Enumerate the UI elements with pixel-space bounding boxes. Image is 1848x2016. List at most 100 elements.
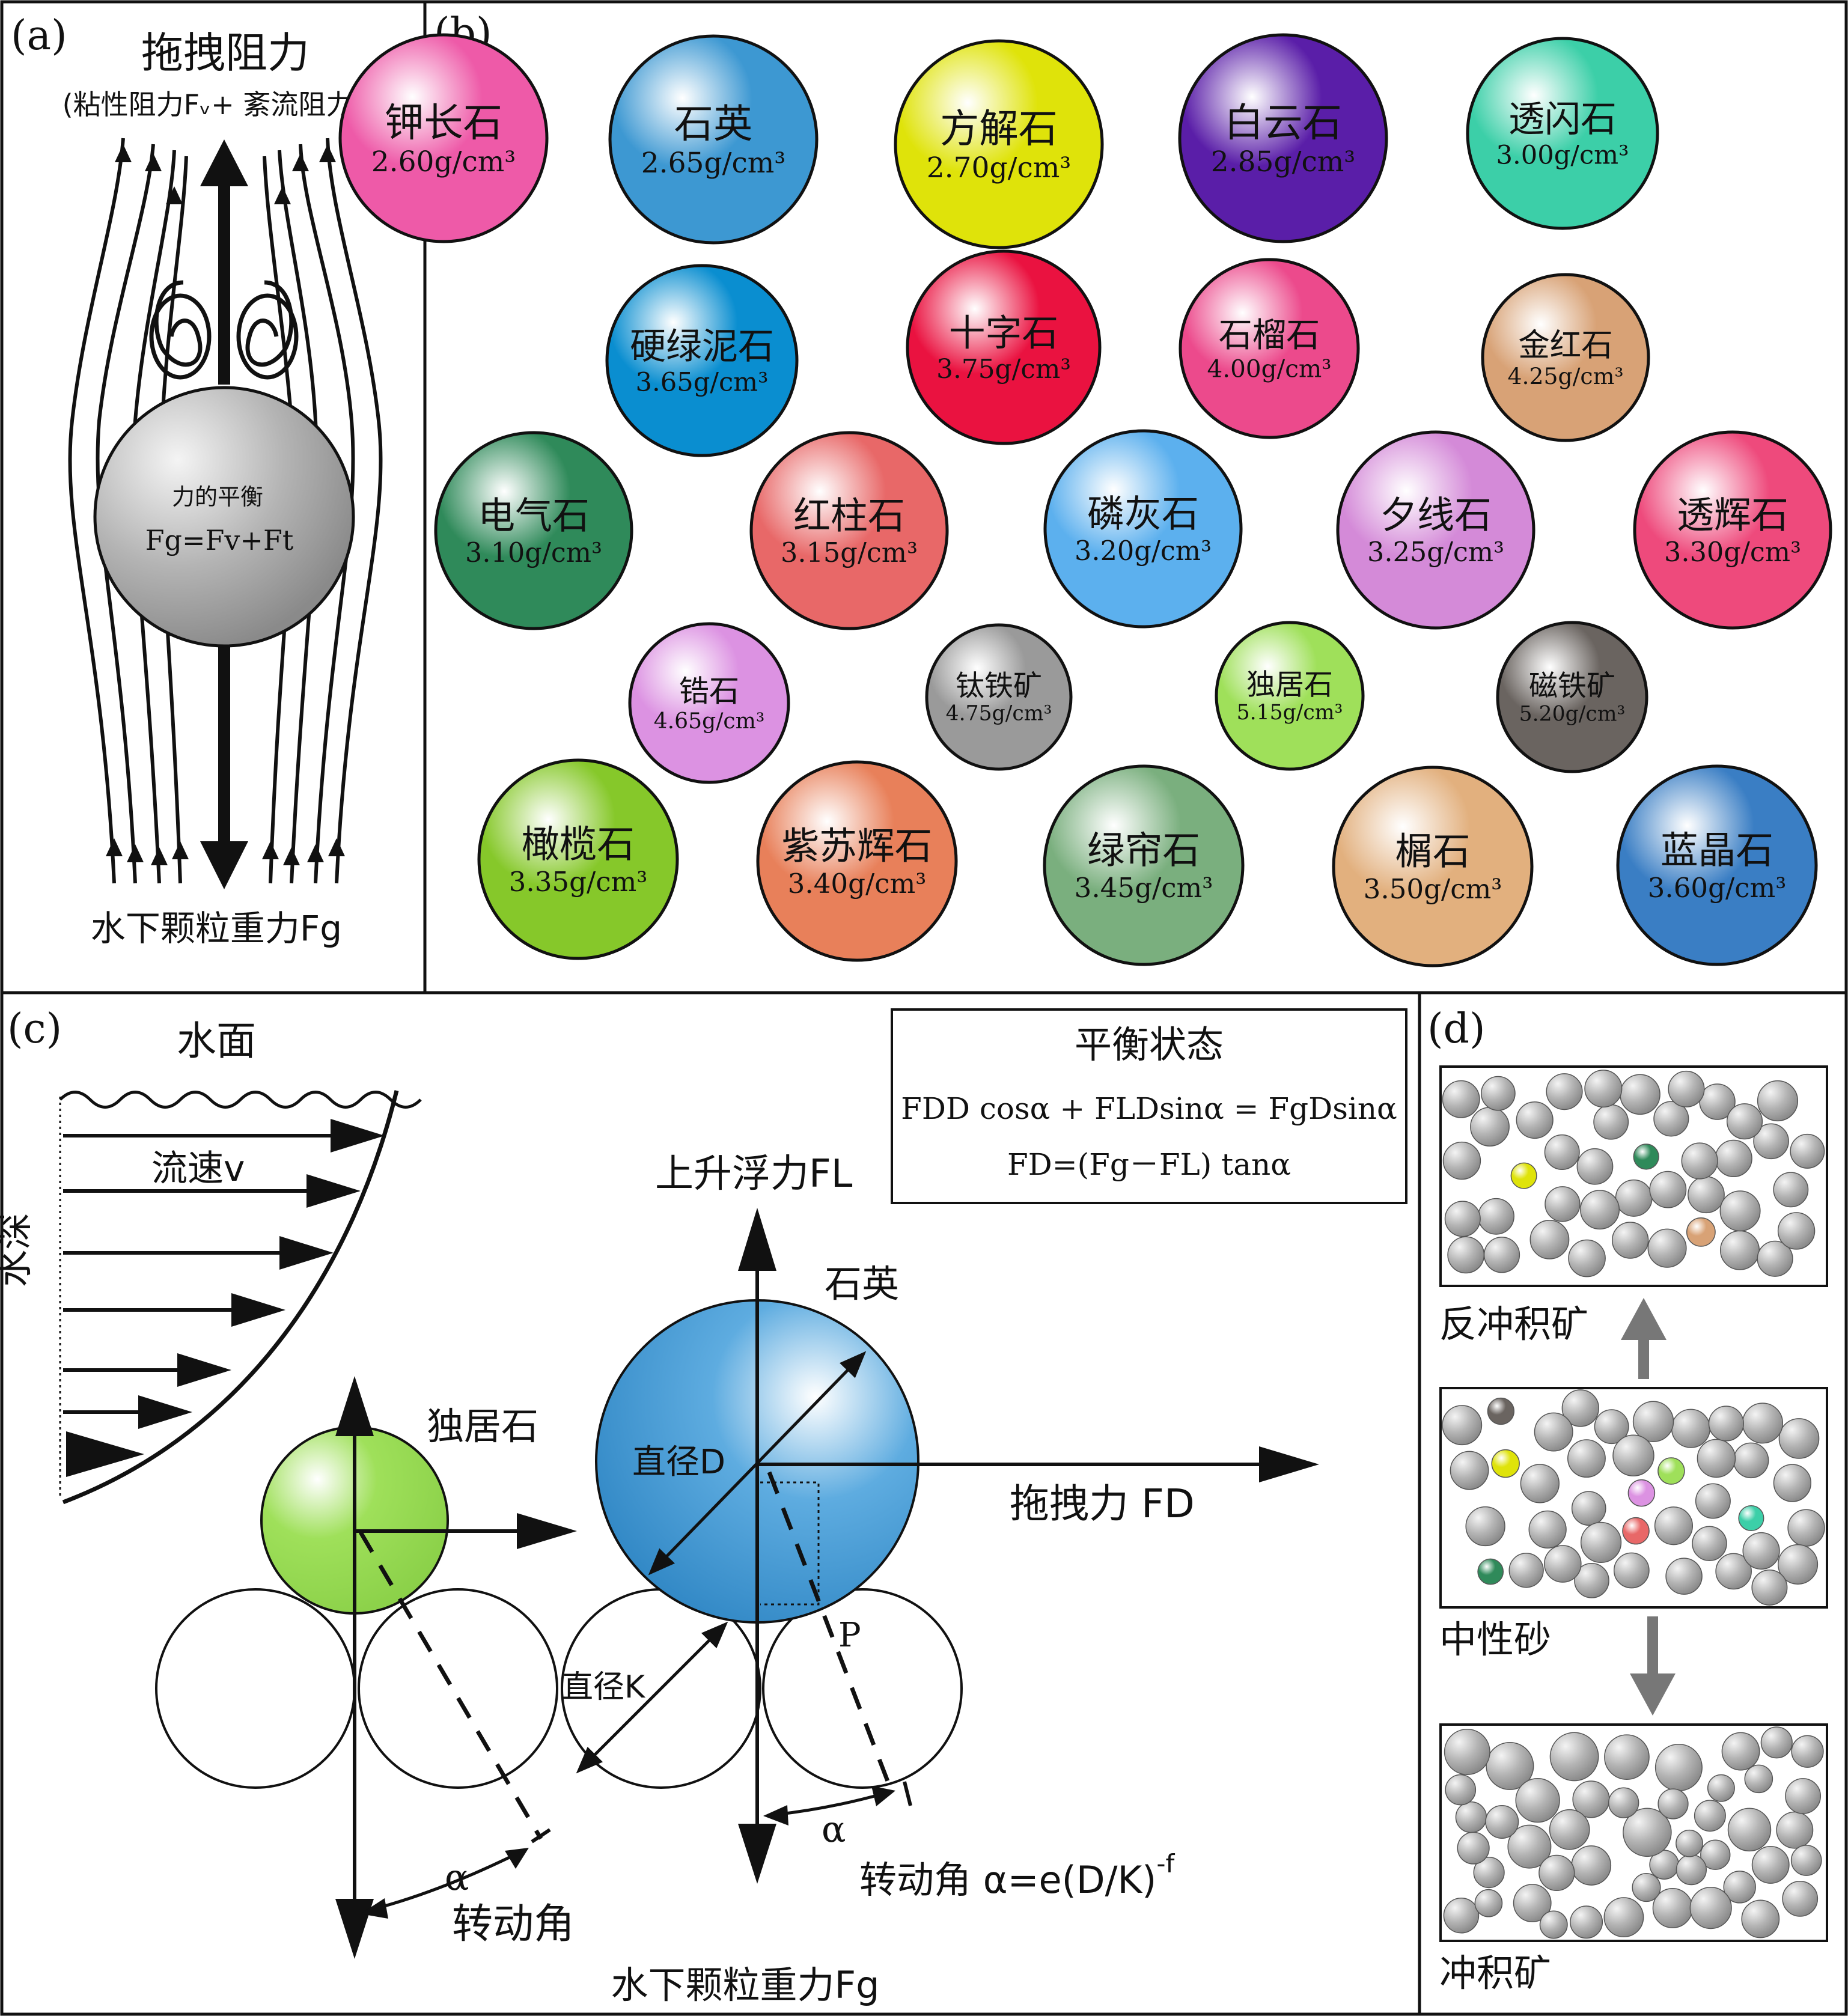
mineral-sphere-body [608,34,819,245]
deposit-grain [1534,1412,1573,1452]
monazite-down-arrow-icon [335,1899,374,1959]
mineral-density: 2.60g/cm³ [371,145,516,178]
drag-up-arrow-icon [200,139,248,385]
deposit-grain [1513,1884,1552,1922]
mineral-sphere: 榍石3.50g/cm³ [1332,766,1534,967]
mineral-name: 方解石 [940,106,1058,152]
mineral-name: 独居石 [1246,668,1333,702]
deposit-grain [1486,1741,1534,1790]
deposit-grain [1778,1544,1819,1585]
deposit-grain [1623,1807,1672,1857]
deposit-grain [1612,1434,1654,1477]
deposit-grains-mid [1442,1389,1825,1606]
mineral-density: 3.50g/cm³ [1364,873,1502,905]
deposit-grain [1689,1886,1732,1929]
mineral-density: 2.70g/cm³ [927,151,1072,184]
deposit-grain [1782,1881,1819,1917]
panel-a-title: 拖拽阻力 [141,28,310,78]
diameter-k-label: 直径K [562,1669,646,1705]
deposit-grain [1508,1553,1544,1588]
deposit-grain [1790,1133,1825,1169]
deposit-grain [1580,1521,1622,1564]
quartz-angle-arc [775,1792,884,1817]
mineral-sphere-body [605,264,799,457]
mineral-name: 锆石 [679,673,739,708]
deposit-grain [1699,1083,1736,1120]
quartz-label: 石英 [825,1262,899,1306]
diameter-d-line [648,1351,867,1576]
panel-a-bottom-label: 水下颗粒重力Fg [91,908,342,949]
mineral-sphere-body [1043,429,1243,629]
deposit-grain [1611,1222,1649,1259]
deposit-grain [1692,1526,1727,1561]
mineral-density: 3.35g/cm³ [509,866,648,898]
deposit-grain [1671,1408,1711,1448]
deposit-grain [1570,1905,1603,1939]
velocity-profile-curve [62,1090,399,1505]
deposit-grain [1584,1070,1623,1108]
deposit-grain [1744,1764,1773,1794]
deposit-grain [1515,1777,1560,1823]
mineral-density: 3.25g/cm³ [1367,537,1504,568]
lift-arrow-icon [738,1208,776,1271]
deposit-grain [1742,1402,1784,1444]
diameter-k-line [576,1621,728,1774]
deposit-grain [1549,1732,1599,1782]
mineral-density: 3.15g/cm³ [781,537,918,568]
panel-d-mid-label: 中性砂 [1439,1618,1551,1661]
panel-c-gravity-label: 水下颗粒重力Fg [611,1963,879,2007]
deposit-grain [1657,1788,1689,1820]
mineral-sphere-body [1178,33,1388,243]
projection-rect [760,1481,820,1606]
monazite-label: 独居石 [427,1404,538,1448]
deposit-grain [1620,1074,1660,1115]
mineral-sphere-body [1466,37,1659,230]
rotation-formula-sup: -f [1156,1849,1175,1878]
deposit-grain [1681,1142,1718,1180]
drag-label: 拖拽力 FD [1010,1481,1195,1527]
deposit-grain [1480,1076,1516,1111]
deposit-grain [1633,1144,1659,1170]
deposit-grain [1665,1558,1703,1595]
mineral-name: 榍石 [1395,830,1470,874]
deposit-grain [1608,1787,1639,1818]
deposit-grain [1757,1080,1799,1122]
balance-title: 力的平衡 [172,484,263,510]
deposit-grain [1544,1134,1580,1170]
deposit-grain [1668,1070,1705,1107]
deposit-grains-bottom [1443,1726,1824,1939]
mineral-sphere-body [1179,258,1360,439]
deposit-grain [1571,1491,1606,1526]
mineral-density: 4.00g/cm³ [1207,354,1332,383]
mineral-name: 蓝晶石 [1660,829,1773,872]
mineral-density: 2.85g/cm³ [1211,145,1356,178]
deposit-grain [1442,1405,1483,1446]
mineral-sphere-body [1336,430,1535,630]
mineral-sphere-body [477,758,679,960]
mineral-sphere-body [338,33,549,243]
deposit-grain [1445,1774,1477,1806]
deposit-grain [1571,1845,1612,1886]
deposit-grain [1721,1732,1760,1771]
deposit-grain [1568,1239,1606,1278]
deposit-grain [1545,1186,1581,1222]
mineral-sphere-body [1496,621,1648,773]
deposit-grain [1694,1800,1726,1832]
deposit-grain [1444,1729,1490,1775]
deposit-grain [1574,1563,1609,1598]
balance-eq1: FDD cosα + FLDsinα = FgDsinα [901,1091,1397,1126]
rotation-formula-main: 转动角 α=e(D/K) [859,1858,1156,1902]
deposit-grain [1613,1552,1650,1589]
deposit-grain [1443,1897,1480,1934]
mineral-name: 十字石 [949,312,1058,355]
quartz-down-arrow-icon [738,1824,776,1884]
deposit-grain [1719,1230,1760,1270]
mineral-sphere-body [1633,430,1832,630]
mineral-density: 2.65g/cm³ [641,147,786,180]
deposit-grain [1594,1409,1629,1445]
